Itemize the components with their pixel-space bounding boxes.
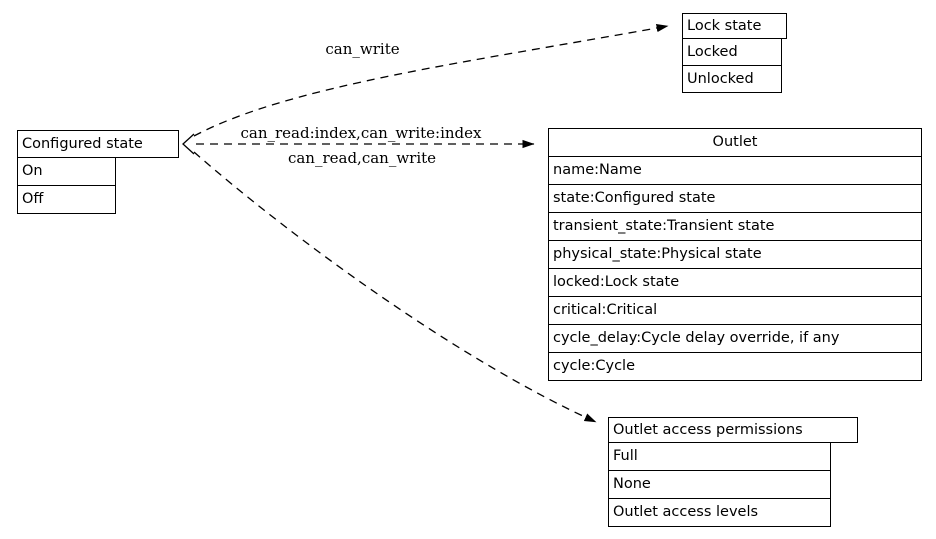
field-row: physical_state:Physical state [548,240,922,269]
node-outlet-access-permissions-title: Outlet access permissions [608,417,858,443]
field-row: transient_state:Transient state [548,212,922,241]
enum-value-row: Outlet access levels [608,498,831,527]
edge-label-can-read-index-can-write-index: can_read:index,can_write:index [240,124,482,142]
node-outlet-title: Outlet [548,128,922,157]
enum-value-row: Unlocked [682,65,782,93]
enum-value-row: Locked [682,38,782,66]
enum-value-row: Full [608,442,831,471]
edge-label-can-write: can_write [325,40,400,58]
field-row: critical:Critical [548,296,922,325]
node-lock-state-title: Lock state [682,13,787,39]
enum-value-row: None [608,470,831,499]
node-configured-state-title: Configured state [17,130,179,158]
field-row: cycle:Cycle [548,352,922,381]
edge-configured-state-to-outlet-access-permissions [193,151,597,423]
field-row: cycle_delay:Cycle delay override, if any [548,324,922,353]
enum-value-row: Off [17,185,116,214]
field-row: name:Name [548,156,922,185]
field-row: state:Configured state [548,184,922,213]
field-row: locked:Lock state [548,268,922,297]
enum-value-row: On [17,157,116,186]
edge-tail-vee-arrow-icon [182,133,195,155]
edge-label-can-read-can-write: can_read,can_write [287,149,437,167]
